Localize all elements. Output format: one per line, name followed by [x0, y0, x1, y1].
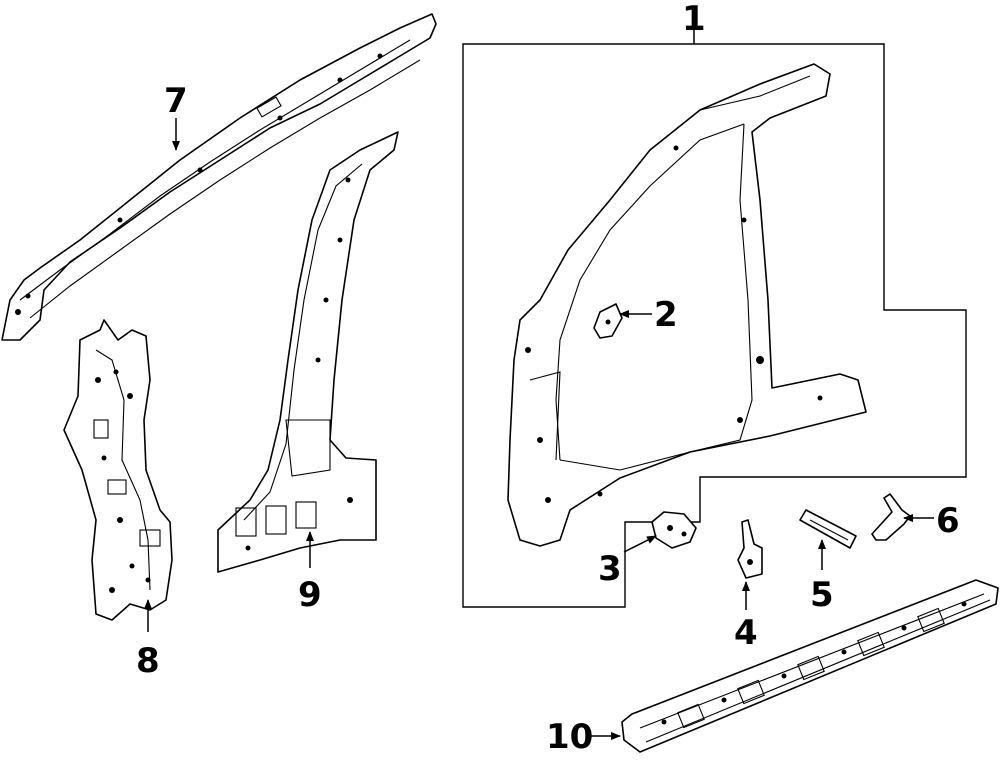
callout-4: 4 [734, 613, 758, 653]
leader-3 [623, 535, 657, 553]
part-3-bracket[interactable] [651, 511, 697, 549]
callout-2: 2 [654, 295, 678, 335]
callout-8: 8 [136, 641, 160, 681]
callout-1: 1 [682, 0, 706, 39]
callout-6: 6 [936, 501, 960, 541]
part-4-hinge-bracket[interactable] [737, 519, 763, 579]
part-5-plate[interactable] [799, 509, 857, 549]
part-6-bracket[interactable] [871, 493, 911, 541]
callout-7: 7 [164, 81, 188, 121]
callout-3: 3 [598, 549, 622, 589]
part-8-pillar-inner[interactable] [63, 319, 173, 621]
callout-5: 5 [810, 575, 834, 615]
part-9-pillar-outer[interactable] [217, 131, 399, 573]
part-7-roof-rail[interactable] [1, 13, 437, 341]
part-10-rocker-panel[interactable] [621, 579, 999, 753]
part-1-side-frame[interactable] [507, 63, 867, 547]
callout-10: 10 [546, 717, 593, 757]
callout-9: 9 [298, 575, 322, 615]
part-2-bracket[interactable] [593, 303, 623, 339]
assembly-frame [462, 43, 967, 608]
